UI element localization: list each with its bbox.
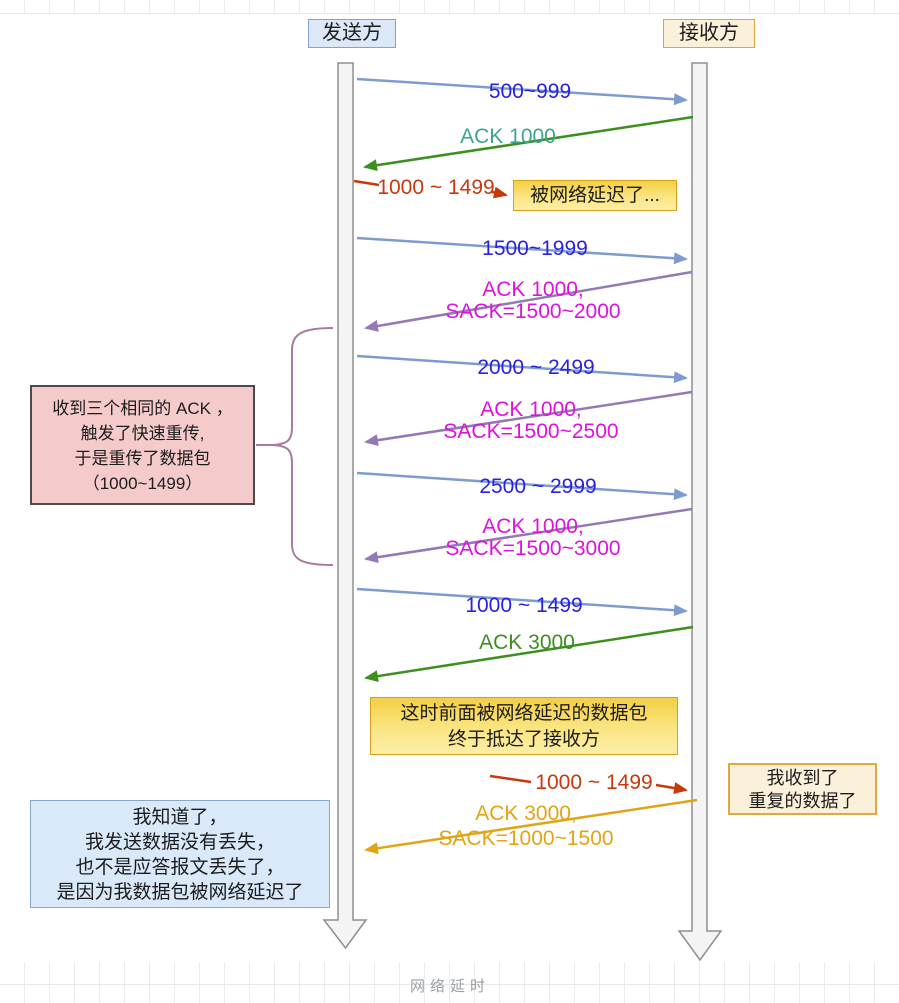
msg-label-line: SACK=1000~1500 xyxy=(438,827,614,850)
arrow-data-retransmit-1000-1499 xyxy=(356,587,688,617)
arrow-sack-1500-2000 xyxy=(364,270,693,332)
msg-label-data-1500-1999: 1500~1999 xyxy=(482,237,588,260)
msg-label-sack-1500-3000: ACK 1000, SACK=1500~3000 xyxy=(445,516,620,560)
background-grid-top xyxy=(0,0,899,14)
note-line: 于是重传了数据包 xyxy=(74,449,211,468)
msg-label-dsack-1000-1500: ACK 3000, SACK=1000~1500 xyxy=(438,801,613,851)
background-grid-bottom xyxy=(0,962,899,1003)
arrow-sack-1500-3000 xyxy=(364,507,693,564)
arrow-delayed-arrival-stub xyxy=(489,774,532,784)
note-received-duplicate-data: 我收到了 重复的数据了 xyxy=(728,763,877,815)
msg-label-line: SACK=1500~3000 xyxy=(445,537,621,560)
diagram-caption: 网络延时 xyxy=(409,978,490,995)
duplicate-acks-brace xyxy=(272,327,334,566)
note-line: 我发送数据没有丢失， xyxy=(84,832,275,853)
note-line: 也不是应答报文丢失了， xyxy=(75,857,285,878)
note-line: 触发了快速重传, xyxy=(80,424,205,443)
msg-label-line: ACK 1000, xyxy=(480,398,582,421)
note-line: 收到三个相同的 ACK ， xyxy=(52,399,233,418)
msg-label-retransmit-1000-1499: 1000 ~ 1499 xyxy=(465,594,583,617)
arrow-delayed-stub xyxy=(353,179,380,187)
arrow-sack-1500-2500 xyxy=(364,390,693,447)
msg-label-line: ACK 1000, xyxy=(482,278,584,301)
arrow-data-2000-2499 xyxy=(356,354,688,384)
note-line: 我收到了 xyxy=(766,768,839,788)
msg-label-delayed-data: 1000 ~ 1499 xyxy=(377,176,495,199)
note-delayed-packet-arrival: 这时前面被网络延迟的数据包 终于抵达了接收方 xyxy=(370,697,678,755)
arrow-ack-3000 xyxy=(364,625,694,683)
arrow-data-2500-2999 xyxy=(356,471,688,501)
msg-label-data-2000-2499: 2000 ~ 2499 xyxy=(477,356,595,379)
note-line: 我知道了， xyxy=(132,807,228,828)
arrow-ack-1000 xyxy=(363,115,694,172)
arrow-delayed-into-note xyxy=(491,186,508,199)
msg-label-data-500-999: 500~999 xyxy=(488,80,572,103)
note-line: 这时前面被网络延迟的数据包 xyxy=(400,703,648,724)
msg-label-sack-1500-2500: ACK 1000, SACK=1500~2500 xyxy=(443,399,618,443)
msg-label-line: ACK 3000, xyxy=(475,802,577,825)
msg-label-ack-3000: ACK 3000 xyxy=(479,631,575,654)
note-fast-retransmit-explanation: 收到三个相同的 ACK ， 触发了快速重传, 于是重传了数据包 （1000~14… xyxy=(30,385,255,505)
msg-label-delayed-arrival: 1000 ~ 1499 xyxy=(535,771,653,794)
msg-label-data-2500-2999: 2500 ~ 2999 xyxy=(479,475,597,498)
arrow-dsack-1000-1500 xyxy=(364,798,698,855)
msg-label-line: SACK=1500~2500 xyxy=(443,420,619,443)
sender-lifeline xyxy=(322,62,368,950)
note-line: 是因为我数据包被网络延迟了 xyxy=(56,882,304,903)
msg-label-sack-1500-2000: ACK 1000, SACK=1500~2000 xyxy=(445,279,620,323)
actor-receiver-label: 接收方 xyxy=(663,19,755,48)
note-line: 终于抵达了接收方 xyxy=(447,729,600,750)
note-line: （1000~1499） xyxy=(82,474,203,493)
arrow-delayed-arrival xyxy=(655,782,688,794)
msg-label-ack-1000: ACK 1000 xyxy=(460,125,556,148)
receiver-lifeline xyxy=(677,62,723,962)
note-line: 重复的数据了 xyxy=(748,791,857,811)
note-delayed-by-network: 被网络延迟了... xyxy=(513,180,677,211)
msg-label-line: SACK=1500~2000 xyxy=(445,300,621,323)
note-sender-conclusion: 我知道了， 我发送数据没有丢失， 也不是应答报文丢失了， 是因为我数据包被网络延… xyxy=(30,800,330,908)
arrow-data-1500-1999 xyxy=(356,236,688,265)
arrow-data-500-999 xyxy=(356,77,688,106)
actor-sender-label: 发送方 xyxy=(308,19,396,48)
msg-label-line: ACK 1000, xyxy=(482,515,584,538)
